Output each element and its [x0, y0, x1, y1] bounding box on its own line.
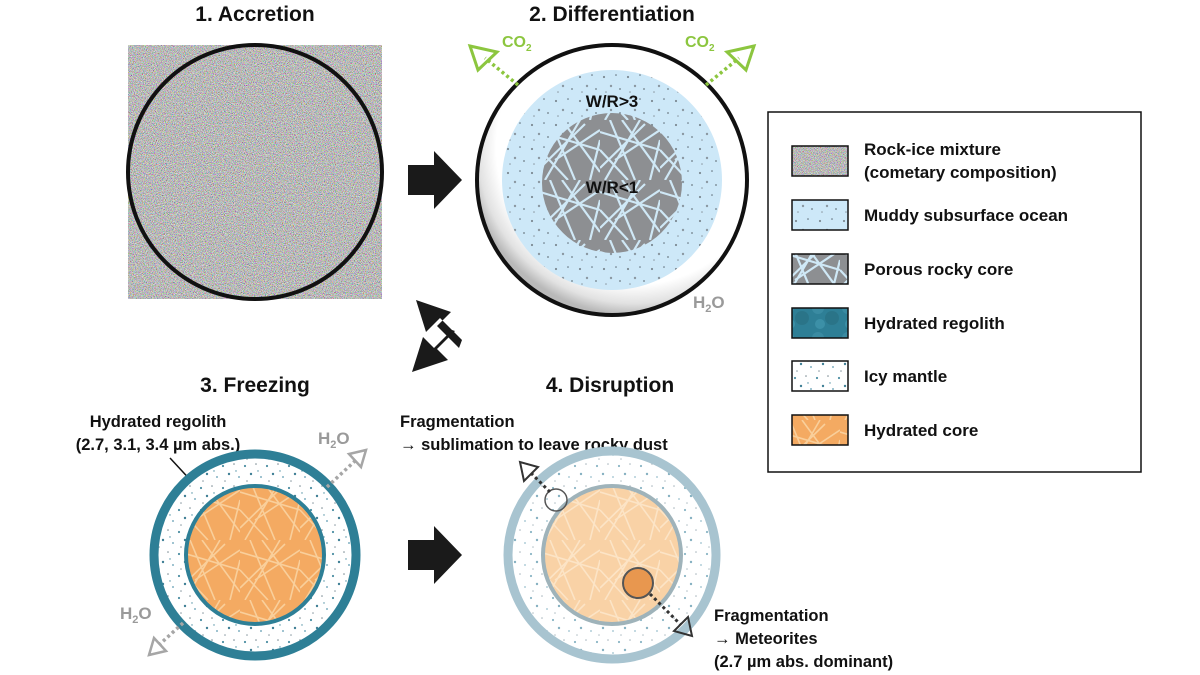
fragmentation-bottom-line2: → Meteorites [714, 630, 818, 648]
legend-item-hydrated-core: Hydrated core [791, 414, 978, 446]
co2-label-left: CO2 [502, 34, 532, 54]
legend-label-ocean: Muddy subsurface ocean [864, 206, 1068, 225]
legend-item-rocky-core: Porous rocky core [791, 253, 1013, 285]
stage-title-accretion: 1. Accretion [195, 3, 314, 26]
legend-label-regolith: Hydrated regolith [864, 314, 1005, 333]
hydrated-regolith-label-line1: Hydrated regolith [90, 413, 227, 431]
legend-item-regolith: Hydrated regolith [791, 307, 1005, 339]
co2-arrow-left [467, 43, 520, 87]
legend-item-ocean: Muddy subsurface ocean [791, 199, 1068, 231]
legend-label-icy-mantle: Icy mantle [864, 367, 947, 386]
arrow-diagonal-head [412, 330, 455, 372]
co2-arrow-right [704, 43, 757, 87]
fragment-circle-bottom [622, 567, 654, 599]
co2-label-right: CO2 [685, 34, 715, 54]
freezing-body [149, 449, 361, 661]
fragmentation-top-line1: Fragmentation [400, 413, 515, 431]
wr-outer-label: W/R>3 [586, 92, 638, 111]
wr-inner-label: W/R<1 [586, 178, 638, 197]
hydrated-regolith-label-line2: (2.7, 3.1, 3.4 µm abs.) [76, 436, 241, 454]
stage-title-freezing: 3. Freezing [200, 374, 310, 397]
stage-title-differentiation: 2. Differentiation [529, 3, 695, 26]
accretion-body [126, 43, 384, 301]
differentiation-body [475, 43, 749, 317]
arrow-right-1 [408, 151, 462, 209]
h2o-arrow-up-freezing [325, 448, 368, 489]
porous-rocky-core [542, 113, 682, 253]
fragmentation-bottom-line1: Fragmentation [714, 607, 829, 625]
h2o-arrow-down-freezing [147, 621, 185, 657]
legend-label-rock-ice-2: (cometary composition) [864, 163, 1057, 182]
fragment-arrow-bottom [648, 592, 694, 638]
legend-label-rocky-core: Porous rocky core [864, 260, 1013, 279]
legend-label-hydrated-core: Hydrated core [864, 421, 978, 440]
arrow-diagonal [416, 300, 462, 348]
h2o-label-freezing-bottom: H2O [120, 604, 152, 626]
fragmentation-bottom-line3: (2.7 µm abs. dominant) [714, 653, 893, 671]
legend-label-rock-ice-1: Rock-ice mixture [864, 140, 1001, 159]
legend-item-rock-ice: Rock-ice mixture (cometary composition) [791, 140, 1057, 182]
fragment-circle-top [544, 488, 568, 512]
stage-title-disruption: 4. Disruption [546, 374, 674, 397]
legend-item-icy-mantle: Icy mantle [791, 360, 947, 392]
h2o-label-freezing-top: H2O [318, 429, 350, 451]
arrow-right-2 [408, 526, 462, 584]
legend: Rock-ice mixture (cometary composition) … [767, 111, 1142, 473]
h2o-label-diff: H2O [693, 293, 725, 315]
fragment-arrow-top [518, 460, 552, 494]
